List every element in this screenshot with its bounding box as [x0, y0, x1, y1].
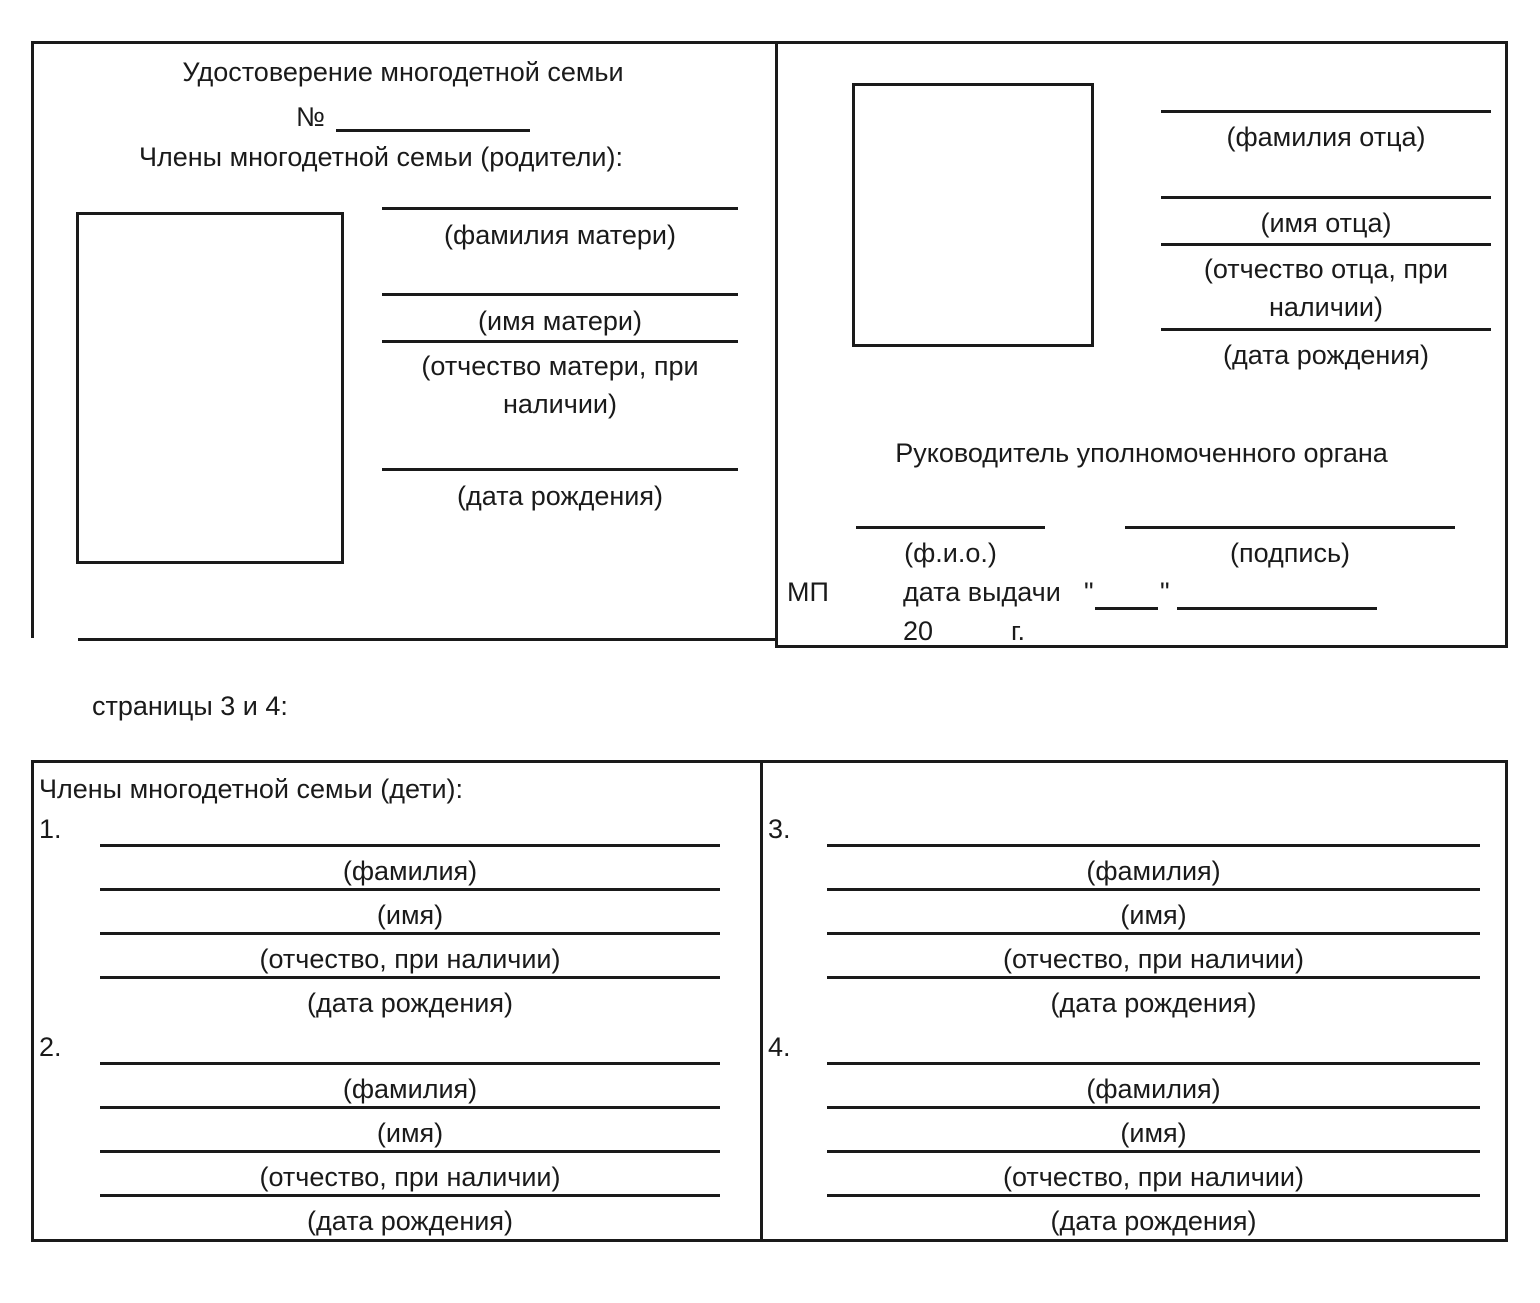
- child-2-surname-input[interactable]: [100, 1062, 720, 1065]
- top-spread-border-left: [31, 41, 34, 638]
- mother-firstname-input[interactable]: [382, 293, 738, 296]
- passport-spread-pages-3-4: Члены многодетной семьи (дети): 1. (фами…: [31, 760, 1508, 1242]
- father-surname-input[interactable]: [1161, 110, 1491, 113]
- top-spread-border-right: [1505, 41, 1508, 645]
- page-2-cell: (фамилия отца) (имя отца) (отчество отца…: [775, 41, 1508, 648]
- father-surname-caption: (фамилия отца): [1226, 122, 1426, 152]
- child-2-surname-caption: (фамилия): [342, 1074, 478, 1104]
- child-1-number: 1.: [39, 814, 62, 844]
- authorized-official-heading: Руководитель уполномоченного органа: [895, 438, 1388, 468]
- issue-date-label: дата выдачи: [903, 577, 1061, 607]
- bottom-spread-center-divider: [760, 760, 763, 1242]
- mother-patronymic-caption: (отчество матери, при наличии): [421, 351, 699, 419]
- parents-section-heading: Члены многодетной семьи (родители):: [138, 142, 623, 172]
- child-4-patronymic-input[interactable]: [827, 1150, 1480, 1153]
- official-signature-input[interactable]: [1125, 526, 1455, 529]
- child-1-patronymic-caption: (отчество, при наличии): [259, 944, 561, 974]
- mother-surname-input[interactable]: [382, 207, 738, 210]
- father-patronymic-caption: (отчество отца, при наличии): [1203, 254, 1449, 322]
- official-signature-caption: (подпись): [1229, 538, 1351, 568]
- mother-firstname-caption: (имя матери): [478, 306, 642, 336]
- certificate-number-label: №: [296, 102, 325, 132]
- top-spread-center-divider: [775, 41, 778, 645]
- issue-year-suffix: г.: [1011, 616, 1026, 646]
- father-patronymic-input[interactable]: [1161, 243, 1491, 246]
- official-fio-caption: (ф.и.о.): [904, 538, 997, 568]
- child-3-birthdate-caption: (дата рождения): [1050, 988, 1257, 1018]
- child-4-firstname-caption: (имя): [1120, 1118, 1187, 1148]
- child-1-birthdate-input[interactable]: [100, 976, 720, 979]
- issue-month-input[interactable]: [1177, 607, 1377, 610]
- top-spread-border-top: [31, 41, 1508, 44]
- child-2-patronymic-input[interactable]: [100, 1150, 720, 1153]
- mother-surname-caption: (фамилия матери): [444, 220, 676, 250]
- father-photo-placeholder[interactable]: [852, 83, 1094, 347]
- child-1-firstname-input[interactable]: [100, 888, 720, 891]
- mother-birthdate-caption: (дата рождения): [457, 481, 663, 511]
- child-2-firstname-caption: (имя): [376, 1118, 444, 1148]
- child-3-birthdate-input[interactable]: [827, 976, 1480, 979]
- child-3-patronymic-input[interactable]: [827, 932, 1480, 935]
- issue-day-quote-open: ": [1084, 577, 1094, 607]
- issue-day-input[interactable]: [1095, 607, 1158, 610]
- mother-patronymic-input[interactable]: [382, 340, 738, 343]
- father-birthdate-caption: (дата рождения): [1223, 340, 1429, 370]
- child-3-patronymic-caption: (отчество, при наличии): [1003, 944, 1304, 974]
- child-2-firstname-input[interactable]: [100, 1106, 720, 1109]
- father-firstname-caption: (имя отца): [1260, 208, 1392, 238]
- child-1-surname-input[interactable]: [100, 844, 720, 847]
- child-4-surname-input[interactable]: [827, 1062, 1480, 1065]
- child-3-surname-input[interactable]: [827, 844, 1480, 847]
- child-3-firstname-input[interactable]: [827, 888, 1480, 891]
- stamp-place-label: МП: [787, 577, 829, 607]
- father-firstname-input[interactable]: [1161, 196, 1491, 199]
- child-4-surname-caption: (фамилия): [1086, 1074, 1221, 1104]
- child-2-birthdate-caption: (дата рождения): [307, 1206, 513, 1236]
- top-right-cell-border-bottom: [775, 645, 1508, 648]
- child-4-firstname-input[interactable]: [827, 1106, 1480, 1109]
- child-3-number: 3.: [768, 814, 791, 844]
- official-fio-input[interactable]: [856, 526, 1045, 529]
- issue-year-input[interactable]: [938, 645, 1005, 648]
- child-1-patronymic-input[interactable]: [100, 932, 720, 935]
- child-1-firstname-caption: (имя): [376, 900, 444, 930]
- child-4-birthdate-caption: (дата рождения): [1050, 1206, 1257, 1236]
- mother-birthdate-input[interactable]: [382, 468, 738, 471]
- child-2-number: 2.: [39, 1032, 62, 1062]
- child-3-firstname-caption: (имя): [1120, 900, 1187, 930]
- mother-photo-placeholder[interactable]: [76, 212, 344, 564]
- top-left-cell-border-bottom: [78, 638, 775, 641]
- certificate-number-input[interactable]: [336, 129, 530, 132]
- father-birthdate-input[interactable]: [1161, 328, 1491, 331]
- issue-day-quote-close: ": [1160, 577, 1170, 607]
- child-3-surname-caption: (фамилия): [1086, 856, 1221, 886]
- child-4-number: 4.: [768, 1032, 791, 1062]
- passport-spread-pages-1-2: Удостоверение многодетной семьи № Члены …: [31, 41, 1508, 648]
- page-1-cell: Удостоверение многодетной семьи № Члены …: [31, 41, 775, 648]
- pages-3-4-note: страницы 3 и 4:: [92, 691, 288, 721]
- child-1-surname-caption: (фамилия): [342, 856, 478, 886]
- children-section-heading: Члены многодетной семьи (дети):: [39, 774, 464, 804]
- child-4-patronymic-caption: (отчество, при наличии): [1003, 1162, 1304, 1192]
- child-2-birthdate-input[interactable]: [100, 1194, 720, 1197]
- page-title: Удостоверение многодетной семьи: [182, 57, 624, 87]
- child-2-patronymic-caption: (отчество, при наличии): [259, 1162, 561, 1192]
- issue-year-prefix: 20: [903, 616, 934, 646]
- child-4-birthdate-input[interactable]: [827, 1194, 1480, 1197]
- child-1-birthdate-caption: (дата рождения): [307, 988, 513, 1018]
